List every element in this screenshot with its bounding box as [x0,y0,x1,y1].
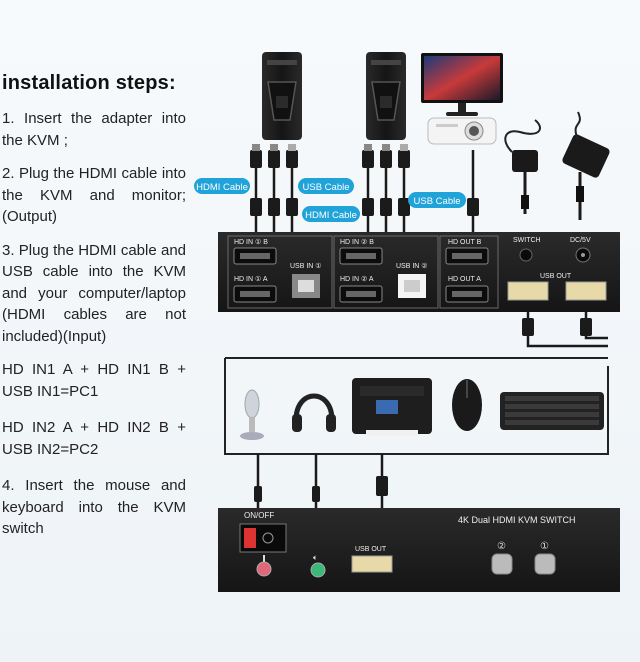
front-panel: ON/OFF 4K Dual HDMI KVM SWITCH 🔈︎ USB OU… [218,508,620,592]
label-usb-in2: USB IN ② [396,262,428,270]
label-hd-out-a: HD OUT A [448,276,481,283]
mouse-icon [452,379,482,431]
mic-jack [256,561,272,577]
pc2-formula: HD IN2 A + HD IN2 B + USB IN2=PC2 [2,419,186,458]
switch-jack [519,248,533,262]
svg-text:HDMI Cable: HDMI Cable [196,182,248,193]
pc2-tower-icon [366,52,406,140]
svg-text:USB Cable: USB Cable [303,182,350,193]
label-hd-in1-a: HD IN ① A [234,275,268,283]
label-button-2: ② [497,541,506,552]
label-usb-out-rear: USB OUT [540,273,572,280]
pc1-plugs [250,144,298,216]
label-hd-in1-b: HD IN ① B [234,238,268,246]
pc1-formula: HD IN1 A + HD IN1 B + USB IN1=PC1 [2,361,186,400]
svg-text:HDMI Cable: HDMI Cable [305,210,357,221]
peripherals-box [224,357,609,455]
step-1: 1. Insert the adapter into the KVM ; [2,110,186,149]
remote-switch-icon [504,119,541,214]
label-hd-out-b: HD OUT B [448,239,482,246]
label-hd-in2-b: HD IN ② B [340,238,374,246]
pc2-cables [366,160,406,232]
pc1-select-button [534,553,556,575]
label-button-1: ① [540,541,549,552]
printer-icon [352,378,432,436]
label-power: ON/OFF [244,511,274,520]
label-usb-out-front: USB OUT [355,546,387,553]
output-cable [467,150,479,232]
projector-icon [427,117,497,145]
svg-text:USB Cable: USB Cable [414,196,461,207]
headphones-icon [292,393,336,432]
label-hd-in2-a: HD IN ② A [340,275,374,283]
label-usb-in1: USB IN ① [290,262,322,270]
pc1-cables [254,160,294,232]
usb-cable-label-2: USB Cable [408,192,466,208]
audio-jack [310,562,326,578]
monitor-icon [421,53,503,116]
step-2: 2. Plug the HDMI cable into the KVM and … [2,165,186,225]
step-4: 4. Insert the mouse and keyboard into th… [2,477,186,537]
pc2-select-button [491,553,513,575]
hdmi-cable-label-1: HDMI Cable [194,178,250,194]
hdmi-cable-label-2: HDMI Cable [302,206,360,222]
keyboard-icon [500,392,604,430]
label-dc: DC/5V [570,237,591,244]
product-name: 4K Dual HDMI KVM SWITCH [458,515,576,525]
front-panel-plugs [254,476,388,502]
pc2-plugs [362,144,410,216]
step-3: 3. Plug the HDMI cable and USB cable int… [2,241,186,345]
usb-out-rear-port-1 [507,281,549,301]
usb-out-front-port [351,555,393,573]
pc1-tower-icon [262,52,302,140]
microphone-icon [240,389,264,440]
power-adapter-icon [562,111,610,220]
usb-out-rear-port-2 [565,281,607,301]
installation-steps: installation steps: 1. Insert the adapte… [2,72,186,552]
rear-panel: HD IN ① B HD IN ① A USB IN ① HD IN ② B H… [218,232,620,312]
label-switch: SWITCH [513,237,541,244]
usb-cable-label-1: USB Cable [298,178,354,194]
steps-heading: installation steps: [2,72,176,94]
speaker-icon: 🔈︎ [313,553,318,562]
rear-usb-out-cables [522,312,608,348]
